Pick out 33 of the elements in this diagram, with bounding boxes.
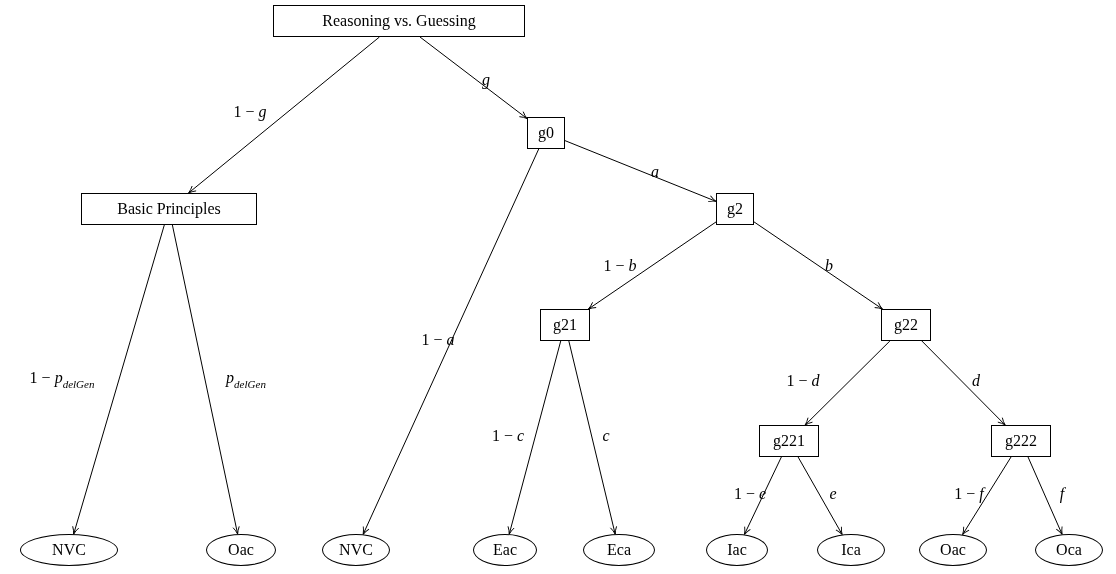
node-box: g222 bbox=[991, 425, 1051, 457]
edge-label: g bbox=[482, 72, 490, 88]
edge-label: a bbox=[651, 164, 659, 180]
edge-label: 1 − a bbox=[421, 332, 455, 348]
outcome-ellipse: Oac bbox=[919, 534, 987, 566]
edge-label: d bbox=[972, 373, 980, 389]
edge-label: 1 − b bbox=[603, 258, 637, 274]
edge-label: p$_{delGen}$ bbox=[226, 370, 266, 390]
node-box: g221 bbox=[759, 425, 819, 457]
outcome-ellipse: Ica bbox=[817, 534, 885, 566]
edge-label: 1 − g bbox=[233, 104, 267, 120]
edge-label: 1 − p$_{delGen}$ bbox=[29, 370, 95, 390]
outcome-ellipse: Eac bbox=[473, 534, 537, 566]
outcome-ellipse: Eca bbox=[583, 534, 655, 566]
edge-label: b bbox=[825, 258, 833, 274]
node-box: g2 bbox=[716, 193, 754, 225]
edge-label: 1 − f bbox=[954, 486, 984, 502]
edge-label: 1 − c bbox=[491, 428, 525, 444]
outcome-ellipse: Oca bbox=[1035, 534, 1103, 566]
outcome-ellipse: Oac bbox=[206, 534, 276, 566]
node-box: Reasoning vs. Guessing bbox=[273, 5, 525, 37]
outcome-ellipse: Iac bbox=[706, 534, 768, 566]
node-box: g0 bbox=[527, 117, 565, 149]
node-box: g22 bbox=[881, 309, 931, 341]
edge-label: c bbox=[602, 428, 610, 444]
edge-label: 1 − e bbox=[733, 486, 767, 502]
node-box: g21 bbox=[540, 309, 590, 341]
edge-label: f bbox=[1059, 486, 1065, 502]
edge-label: 1 − d bbox=[786, 373, 820, 389]
outcome-ellipse: NVC bbox=[322, 534, 390, 566]
outcome-ellipse: NVC bbox=[20, 534, 118, 566]
node-box: Basic Principles bbox=[81, 193, 257, 225]
edge-label: e bbox=[829, 486, 837, 502]
